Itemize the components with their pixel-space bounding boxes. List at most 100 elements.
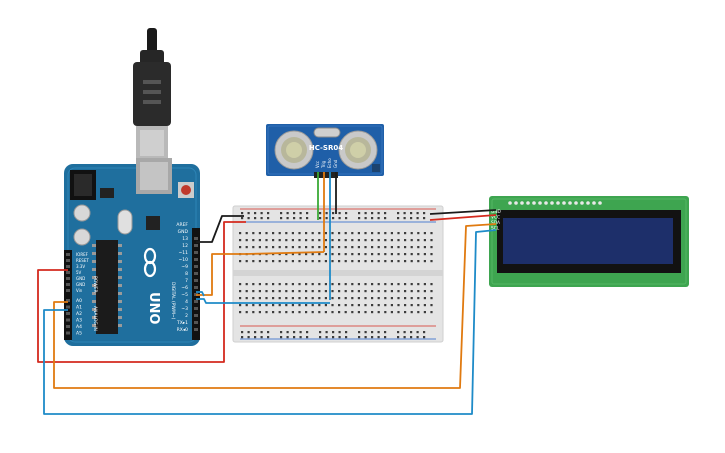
power-pin-label: RESET (76, 258, 89, 263)
breadboard-hole (305, 297, 308, 300)
usb-cable (133, 28, 171, 160)
breadboard-hole (252, 232, 255, 235)
breadboard-hole (364, 290, 367, 293)
breadboard-hole (430, 311, 433, 314)
breadboard-hole (324, 239, 327, 242)
power-header (64, 250, 72, 340)
breadboard-hole (306, 212, 309, 215)
breadboard-hole (364, 283, 367, 286)
breadboard-hole (332, 212, 335, 215)
lcd-pin (544, 201, 548, 205)
breadboard-hole (272, 232, 275, 235)
breadboard-hole (332, 336, 335, 339)
analog-pin-label: A0 (76, 298, 82, 304)
breadboard-hole (291, 283, 294, 286)
breadboard-hole (351, 297, 354, 300)
breadboard-hole (338, 253, 341, 256)
breadboard-hole (245, 232, 248, 235)
breadboard-hole (254, 212, 257, 215)
breadboard-hole (291, 290, 294, 293)
breadboard-hole (331, 246, 334, 249)
breadboard-hole (325, 336, 328, 339)
header-pin (66, 253, 70, 256)
breadboard-hole (390, 311, 393, 314)
breadboard-hole (258, 246, 261, 249)
breadboard-hole (239, 297, 242, 300)
breadboard-hole (299, 331, 302, 334)
breadboard-hole (247, 336, 250, 339)
lcd-pin (586, 201, 590, 205)
breadboard-hole (351, 260, 354, 263)
aref-label: AREF (176, 222, 188, 228)
breadboard-hole (311, 246, 314, 249)
digital-pin-label: RX◂0 (177, 327, 188, 333)
analog-pin-label: A3 (76, 318, 82, 324)
wire-5v (37, 221, 246, 363)
breadboard-hole (239, 311, 242, 314)
breadboard-hole (241, 336, 244, 339)
breadboard-hole (318, 283, 321, 286)
breadboard-hole (280, 336, 283, 339)
breadboard-hole (416, 212, 419, 215)
sensor-pin-label: Echo (327, 158, 332, 168)
breadboard-hole (397, 260, 400, 263)
header-pin (66, 325, 70, 328)
breadboard-hole (239, 260, 242, 263)
breadboard-hole (397, 217, 400, 220)
breadboard-hole (318, 253, 321, 256)
breadboard-hole (318, 304, 321, 307)
breadboard-hole (252, 239, 255, 242)
breadboard-hole (384, 331, 387, 334)
breadboard-hole (351, 283, 354, 286)
breadboard-hole (345, 336, 348, 339)
breadboard-hole (357, 253, 360, 256)
breadboard-hole (298, 260, 301, 263)
breadboard-hole (344, 283, 347, 286)
breadboard-hole (293, 217, 296, 220)
header-pin (194, 300, 198, 303)
breadboard-hole (384, 253, 387, 256)
breadboard-hole (390, 239, 393, 242)
breadboard-hole (358, 217, 361, 220)
breadboard-hole (245, 260, 248, 263)
breadboard-hole (357, 304, 360, 307)
breadboard-hole (384, 212, 387, 215)
breadboard-hole (430, 260, 433, 263)
breadboard (232, 205, 444, 343)
breadboard-hole (377, 283, 380, 286)
breadboard-hole (252, 304, 255, 307)
digital-pin-label: ~6 (181, 285, 188, 291)
breadboard-hole (417, 283, 420, 286)
breadboard-hole (410, 232, 413, 235)
header-pin (194, 307, 198, 310)
breadboard-hole (397, 331, 400, 334)
digital-pin-label: ~10 (179, 257, 189, 263)
breadboard-hole (298, 311, 301, 314)
breadboard-hole (344, 290, 347, 293)
breadboard-hole (423, 290, 426, 293)
breadboard-hole (384, 304, 387, 307)
breadboard-hole (272, 304, 275, 307)
breadboard-hole (397, 212, 400, 215)
breadboard-hole (298, 239, 301, 242)
breadboard-hole (390, 253, 393, 256)
digital-header (192, 228, 200, 340)
breadboard-hole (311, 253, 314, 256)
breadboard-hole (247, 217, 250, 220)
header-pin (194, 314, 198, 317)
analog-section-label: ANALOG IN (92, 306, 98, 331)
header-pin (66, 259, 70, 262)
breadboard-hole (384, 311, 387, 314)
breadboard-hole (306, 331, 309, 334)
breadboard-hole (403, 336, 406, 339)
header-pin (194, 237, 198, 240)
breadboard-hole (344, 253, 347, 256)
lcd-pin (556, 201, 560, 205)
header-pin (66, 265, 70, 268)
breadboard-hole (298, 304, 301, 307)
breadboard-hole (417, 290, 420, 293)
breadboard-hole (390, 283, 393, 286)
breadboard-hole (285, 283, 288, 286)
